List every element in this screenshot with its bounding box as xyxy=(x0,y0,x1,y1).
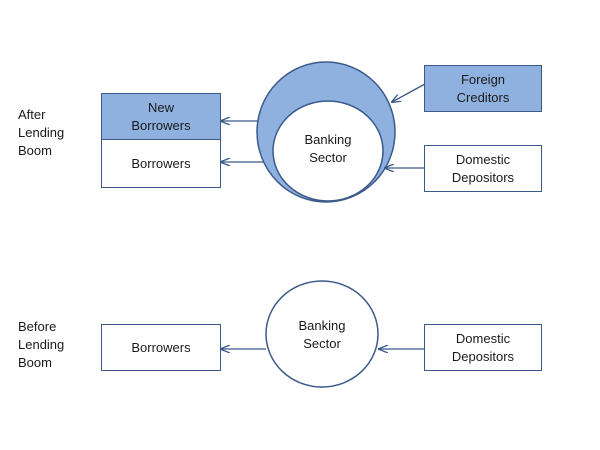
domestic-depositors-box-before: Domestic Depositors xyxy=(424,324,542,371)
borrowers-box-before: Borrowers xyxy=(101,324,221,371)
domestic-depositors-box-after: Domestic Depositors xyxy=(424,145,542,192)
banking-sector-label-after: Banking Sector xyxy=(288,131,368,167)
after-label-line-1: After xyxy=(18,107,46,122)
domestic-after-line-2: Depositors xyxy=(451,169,515,185)
arrow-foreign-to-bank xyxy=(392,83,426,102)
new-borrowers-line-2: Borrowers xyxy=(131,117,191,133)
foreign-line-1: Foreign xyxy=(460,71,506,87)
before-label-line-2: Lending xyxy=(18,337,65,352)
banking-before-line-2: Sector xyxy=(303,336,341,351)
after-label-line-2: Lending xyxy=(18,125,65,140)
after-lending-boom-label: After Lending Boom xyxy=(18,106,88,160)
borrowers-after-label: Borrowers xyxy=(131,155,191,171)
borrowers-box-after: Borrowers xyxy=(101,139,221,188)
foreign-line-2: Creditors xyxy=(456,89,510,105)
banking-sector-label-before: Banking Sector xyxy=(282,317,362,353)
domestic-before-line-2: Depositors xyxy=(451,348,515,364)
before-label-line-3: Boom xyxy=(18,355,52,370)
banking-after-line-1: Banking xyxy=(304,132,352,147)
domestic-before-line-1: Domestic xyxy=(455,330,511,346)
banking-before-line-1: Banking xyxy=(298,318,346,333)
domestic-after-line-1: Domestic xyxy=(455,151,511,167)
banking-sector-circle-before xyxy=(265,280,379,388)
banking-after-line-2: Sector xyxy=(309,150,347,165)
before-label-line-1: Before xyxy=(18,319,57,334)
new-borrowers-line-1: New xyxy=(147,99,174,115)
new-borrowers-box: New Borrowers xyxy=(101,93,221,140)
foreign-creditors-box: Foreign Creditors xyxy=(424,65,542,112)
borrowers-before-label: Borrowers xyxy=(131,339,191,355)
after-label-line-3: Boom xyxy=(18,143,52,158)
before-lending-boom-label: Before Lending Boom xyxy=(18,318,88,372)
banking-sector-inner-circle xyxy=(272,100,384,202)
